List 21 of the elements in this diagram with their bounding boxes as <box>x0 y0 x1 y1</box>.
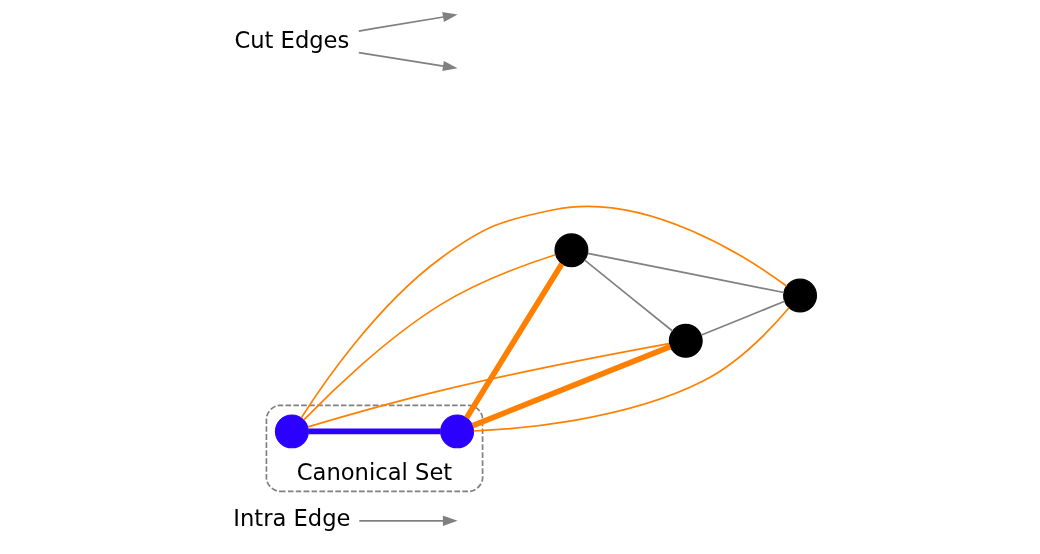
connector <box>472 306 790 432</box>
connector <box>700 300 785 336</box>
connector <box>302 253 556 421</box>
connector <box>463 262 564 420</box>
cluster: Canonical Set <box>265 404 483 493</box>
arrow <box>357 515 458 526</box>
connector <box>471 343 671 429</box>
node-circle <box>439 414 474 449</box>
connector <box>583 259 673 332</box>
connector <box>586 252 785 294</box>
node-circle <box>274 414 309 449</box>
arrow <box>357 11 458 32</box>
node-text: Cut Edges <box>233 26 349 53</box>
connector <box>307 428 441 435</box>
node-text: Intra Edge <box>232 505 350 532</box>
connector <box>306 342 670 428</box>
node-circle <box>553 233 588 268</box>
arrow <box>357 51 458 72</box>
node-circle <box>668 323 703 358</box>
connector <box>300 205 787 419</box>
node-circle <box>782 278 817 313</box>
